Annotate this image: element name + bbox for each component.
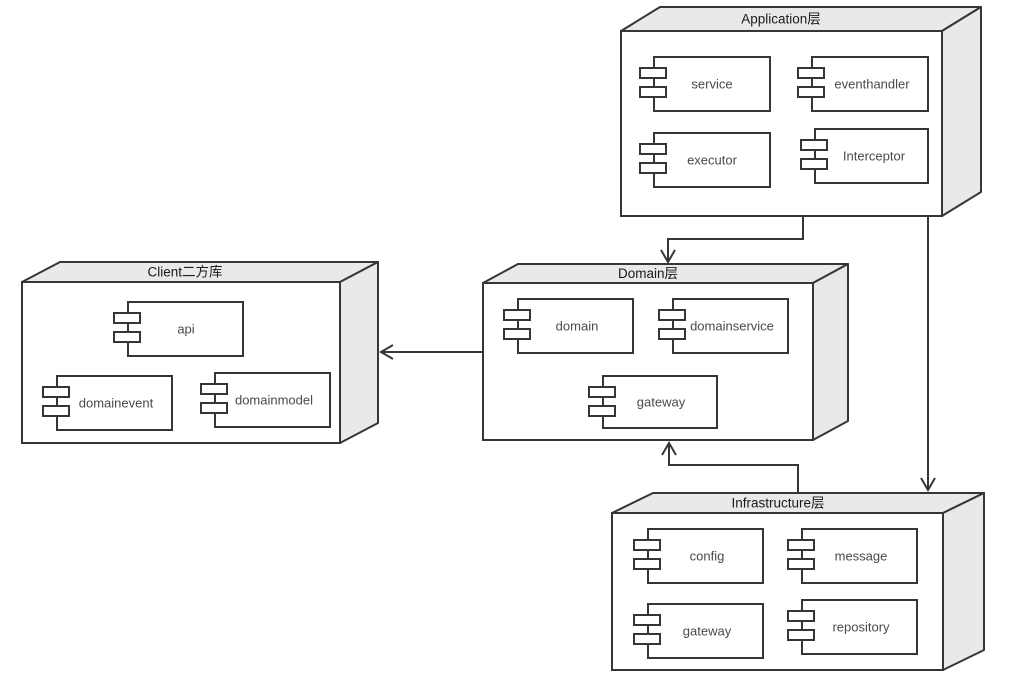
node-right-face: [339, 261, 379, 444]
component-icon: [200, 383, 228, 414]
component-label: config: [690, 549, 725, 564]
component-icon: [787, 539, 815, 570]
component-icon-tab: [633, 539, 661, 551]
component-icon-tab: [639, 67, 667, 79]
node-client: Client二方库 api domainevent: [21, 261, 379, 444]
component-label: gateway: [637, 395, 686, 410]
component-icon: [42, 386, 70, 417]
component-label: service: [691, 77, 732, 92]
component-icon-tab: [639, 162, 667, 174]
component-icon-tab: [800, 158, 828, 170]
component-icon: [787, 610, 815, 641]
node-title: Infrastructure层: [731, 496, 824, 511]
component-label: domain: [556, 319, 599, 334]
component-icon-tab: [787, 610, 815, 622]
component-box: [653, 56, 771, 112]
component-icon-tab: [639, 86, 667, 98]
component-label: api: [177, 322, 194, 337]
component-box: [56, 375, 173, 431]
component-box: [672, 298, 789, 354]
component-icon-tab: [633, 558, 661, 570]
component-message: message: [787, 528, 918, 584]
component-executor: executor: [639, 132, 771, 188]
component-icon-tab: [797, 67, 825, 79]
component-icon-tab: [633, 614, 661, 626]
node-right-face: [942, 492, 985, 671]
component-domain: domain: [503, 298, 634, 354]
component-icon: [588, 386, 616, 417]
component-box: [647, 528, 764, 584]
node-title: Client二方库: [147, 265, 222, 280]
component-label: domainservice: [690, 319, 774, 334]
component-box: [814, 128, 929, 184]
node-application: Application层 service eventhandler: [620, 6, 982, 217]
component-icon-tab: [800, 139, 828, 151]
component-box: [517, 298, 634, 354]
edge-infrastructure-to-domain: [661, 441, 799, 493]
component-icon-tab: [787, 558, 815, 570]
component-icon-tab: [588, 405, 616, 417]
component-icon: [633, 614, 661, 645]
component-label: message: [835, 549, 888, 564]
component-icon-tab: [503, 309, 531, 321]
node-title: Domain层: [618, 266, 678, 281]
component-config: config: [633, 528, 764, 584]
component-interceptor: Interceptor: [800, 128, 929, 184]
component-icon: [633, 539, 661, 570]
component-label: gateway: [683, 624, 732, 639]
component-box: [127, 301, 244, 357]
component-label: domainevent: [79, 396, 154, 411]
component-icon-tab: [787, 539, 815, 551]
component-domainmodel: domainmodel: [200, 372, 331, 428]
component-icon-tab: [113, 331, 141, 343]
component-eventhandler: eventhandler: [797, 56, 929, 112]
component-icon: [503, 309, 531, 340]
component-domainservice: domainservice: [658, 298, 789, 354]
component-label: repository: [832, 620, 890, 635]
component-box: [801, 599, 918, 655]
component-label: Interceptor: [843, 149, 906, 164]
component-icon-tab: [588, 386, 616, 398]
component-box: [214, 372, 331, 428]
component-box: [801, 528, 918, 584]
node-right-face: [812, 263, 849, 441]
component-api: api: [113, 301, 244, 357]
component-icon-tab: [787, 629, 815, 641]
component-icon-tab: [658, 309, 686, 321]
edge-application-to-domain: [660, 216, 804, 264]
component-icon: [797, 67, 825, 98]
component-icon-tab: [113, 312, 141, 324]
component-label: domainmodel: [235, 393, 313, 408]
component-service: service: [639, 56, 771, 112]
component-icon-tab: [633, 633, 661, 645]
component-repository: repository: [787, 599, 918, 655]
component-box: [653, 132, 771, 188]
component-icon-tab: [658, 328, 686, 340]
component-box: [811, 56, 929, 112]
component-icon: [639, 143, 667, 174]
component-icon: [800, 139, 828, 170]
component-box: [647, 603, 764, 659]
component-icon-tab: [42, 386, 70, 398]
component-gateway-infrastructure: gateway: [633, 603, 764, 659]
component-icon-tab: [200, 402, 228, 414]
component-icon: [658, 309, 686, 340]
component-label: executor: [687, 153, 738, 168]
component-icon-tab: [200, 383, 228, 395]
component-box: [602, 375, 718, 429]
component-label: eventhandler: [834, 77, 910, 92]
component-gateway-domain: gateway: [588, 375, 718, 429]
component-icon-tab: [503, 328, 531, 340]
component-icon: [639, 67, 667, 98]
component-icon-tab: [42, 405, 70, 417]
node-infrastructure: Infrastructure层 config message: [611, 492, 985, 671]
node-right-face: [941, 6, 982, 217]
component-icon: [113, 312, 141, 343]
component-domainevent: domainevent: [42, 375, 173, 431]
node-title: Application层: [741, 12, 821, 27]
component-icon-tab: [639, 143, 667, 155]
component-icon-tab: [797, 86, 825, 98]
node-domain: Domain层 domain domainservice: [482, 263, 849, 441]
